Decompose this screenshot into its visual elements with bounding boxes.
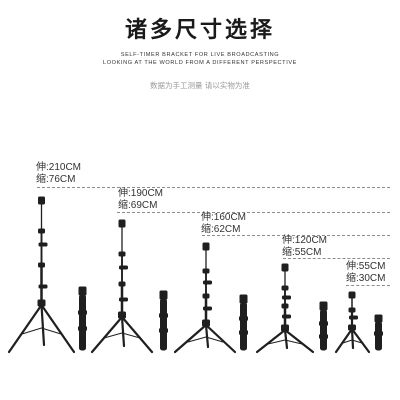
height-line-55 (346, 285, 390, 286)
spec-folded-length: 缩:69CM (118, 200, 158, 211)
height-line-160 (202, 235, 390, 236)
page-title: 诸多尺寸选择 (124, 18, 275, 43)
tripod-stand-55cm (334, 291, 383, 354)
height-line-190 (117, 212, 390, 213)
tripod-stand-210cm (7, 196, 87, 354)
spec-folded-length: 缩:30CM (346, 273, 386, 284)
tripod-stand-120cm (255, 263, 328, 354)
spec-160cm: 伸:160CM 缩:62CM (201, 212, 246, 236)
english-subtitle-line-2: LOOKING AT THE WORLD FROM A DIFFERENT PE… (102, 60, 298, 66)
spec-190cm: 伸:190CM 缩:69CM (118, 188, 163, 212)
spec-folded-length: 缩:55CM (282, 247, 322, 258)
spec-210cm: 伸:210CM 缩:76CM (36, 162, 81, 186)
english-subtitle-line-1: SELF-TIMER BRACKET FOR LIVE BROADCASTING (120, 52, 280, 58)
tripod-stand-190cm (90, 219, 168, 354)
spec-extended-length: 伸:190CM (118, 188, 164, 199)
measurement-note: 数据为手工测量 请以实物为准 (150, 81, 250, 90)
spec-extended-length: 伸:55CM (346, 261, 386, 272)
spec-55cm: 伸:55CM 缩:30CM (346, 261, 385, 285)
tripod-stand-160cm (173, 242, 248, 354)
spec-extended-length: 伸:120CM (282, 235, 328, 246)
height-line-120 (283, 258, 390, 259)
spec-extended-length: 伸:160CM (201, 212, 247, 223)
spec-120cm: 伸:120CM 缩:55CM (282, 235, 327, 259)
spec-extended-length: 伸:210CM (36, 162, 82, 173)
spec-folded-length: 缩:76CM (36, 174, 76, 185)
height-line-210 (37, 187, 390, 188)
spec-folded-length: 缩:62CM (201, 224, 241, 235)
